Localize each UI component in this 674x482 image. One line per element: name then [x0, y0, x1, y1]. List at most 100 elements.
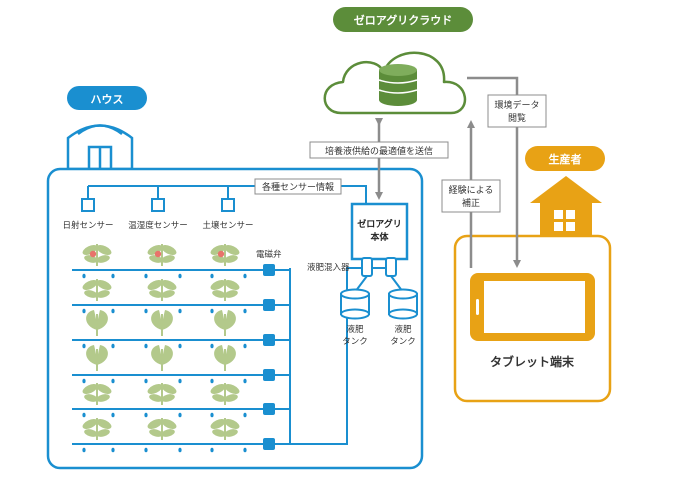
plant-leaf [224, 384, 240, 394]
water-drop [144, 273, 148, 279]
water-drop [243, 308, 247, 314]
plant-leaf [225, 345, 236, 365]
plant-leaf [82, 419, 98, 429]
water-drop [210, 412, 214, 418]
plant-leaf [82, 280, 98, 290]
water-drop [243, 343, 247, 349]
water-drop [144, 343, 148, 349]
plant-leaf [210, 384, 226, 394]
water-drop [111, 412, 115, 418]
label-correction: 経験による 補正 [441, 179, 501, 213]
plant-leaf [161, 280, 177, 290]
water-drop [178, 273, 182, 279]
plant-leaf [97, 310, 108, 330]
tablet-label: タブレット端末 [490, 354, 575, 369]
plant-leaf [86, 310, 97, 330]
water-drop [111, 308, 115, 314]
solenoid-valve-icon [263, 299, 275, 311]
plant-leaf [151, 345, 162, 365]
controller-label-1: ゼロアグリ [357, 218, 402, 230]
plant-leaf [224, 429, 238, 437]
water-drop [178, 412, 182, 418]
house-group: ハウス 日射センサー 温湿度センサー 土壌センサー [46, 86, 424, 470]
plant-leaf [224, 280, 240, 290]
plant-leaf [84, 429, 98, 437]
tank-2-label-2: タンク [390, 337, 416, 347]
water-drop [210, 273, 214, 279]
plant-leaf [96, 280, 112, 290]
plant-leaf [224, 245, 240, 255]
water-drop [144, 412, 148, 418]
water-drop [243, 378, 247, 384]
producer-title: 生産者 [549, 152, 582, 166]
water-drop [111, 343, 115, 349]
label-env-data: 環境データ 閲覧 [487, 94, 547, 128]
water-drop [210, 343, 214, 349]
house-title: ハウス [91, 93, 124, 106]
plant-leaf [161, 384, 177, 394]
plant-leaf [224, 394, 238, 402]
main-pipe [289, 267, 377, 445]
water-drop [178, 378, 182, 384]
mixer-label: 液肥混入器 [307, 262, 350, 273]
plant-leaf [212, 290, 226, 298]
plant-leaf [161, 290, 175, 298]
water-drop [82, 343, 86, 349]
cloud-title: ゼロアグリクラウド [354, 13, 452, 27]
tomato-fruit [217, 250, 225, 258]
sensor-1-label: 日射センサー [62, 220, 113, 231]
label-env-data-2: 閲覧 [508, 112, 526, 124]
label-sensor-info: 各種センサー情報 [254, 178, 342, 195]
plant-leaf [84, 255, 98, 263]
label-correction-1: 経験による [449, 184, 494, 196]
sensor-2: 温湿度センサー [128, 198, 188, 231]
plant-leaf [86, 345, 97, 365]
plant-leaf [84, 290, 98, 298]
plant-leaf [96, 255, 110, 263]
water-drop [144, 378, 148, 384]
controller-label-2: 本体 [370, 231, 389, 243]
label-correction-2: 補正 [462, 197, 480, 209]
tank-1: 液肥 タンク [340, 288, 370, 347]
plant-leaf [224, 419, 240, 429]
plant-leaf [97, 345, 108, 365]
tank-1-label-1: 液肥 [346, 324, 364, 335]
plant-leaf [214, 310, 225, 330]
label-optimal: 培養液供給の最適値を送信 [309, 141, 449, 159]
plant-leaf [210, 280, 226, 290]
solenoid-valve-icon [263, 438, 275, 450]
plant-leaf [82, 384, 98, 394]
water-drop [82, 412, 86, 418]
water-drop [111, 447, 115, 453]
solenoid-valve-icon [263, 403, 275, 415]
controller-box [350, 202, 409, 261]
water-drop [178, 447, 182, 453]
irrigation-rows [72, 244, 290, 453]
water-drop [82, 273, 86, 279]
water-drop [82, 308, 86, 314]
sensor-2-icon [151, 198, 165, 212]
water-drop [178, 308, 182, 314]
plant-leaf [96, 384, 112, 394]
sensor-3-icon [221, 198, 235, 212]
tomato-fruit [154, 250, 162, 258]
plant-leaf [212, 394, 226, 402]
sensor-3: 土壌センサー [202, 198, 254, 231]
sensor-1: 日射センサー [62, 198, 114, 231]
label-optimal-text: 培養液供給の最適値を送信 [325, 145, 433, 157]
house-title-pill [67, 86, 147, 110]
tank-2-icon [388, 288, 418, 320]
greenhouse-icon [66, 124, 134, 171]
sensor-2-label: 温湿度センサー [128, 220, 188, 231]
plant-leaf [210, 419, 226, 429]
tomato-fruit [89, 250, 97, 258]
cloud-group: ゼロアグリクラウド [323, 7, 473, 115]
water-drop [243, 447, 247, 453]
plant-leaf [224, 290, 238, 298]
plant-leaf [149, 429, 163, 437]
env-data-arrow [467, 76, 521, 268]
valve-label: 電磁弁 [256, 249, 282, 260]
plant-leaf [147, 419, 163, 429]
label-sensor-info-text: 各種センサー情報 [262, 181, 334, 193]
solenoid-valve-icon [263, 264, 275, 276]
